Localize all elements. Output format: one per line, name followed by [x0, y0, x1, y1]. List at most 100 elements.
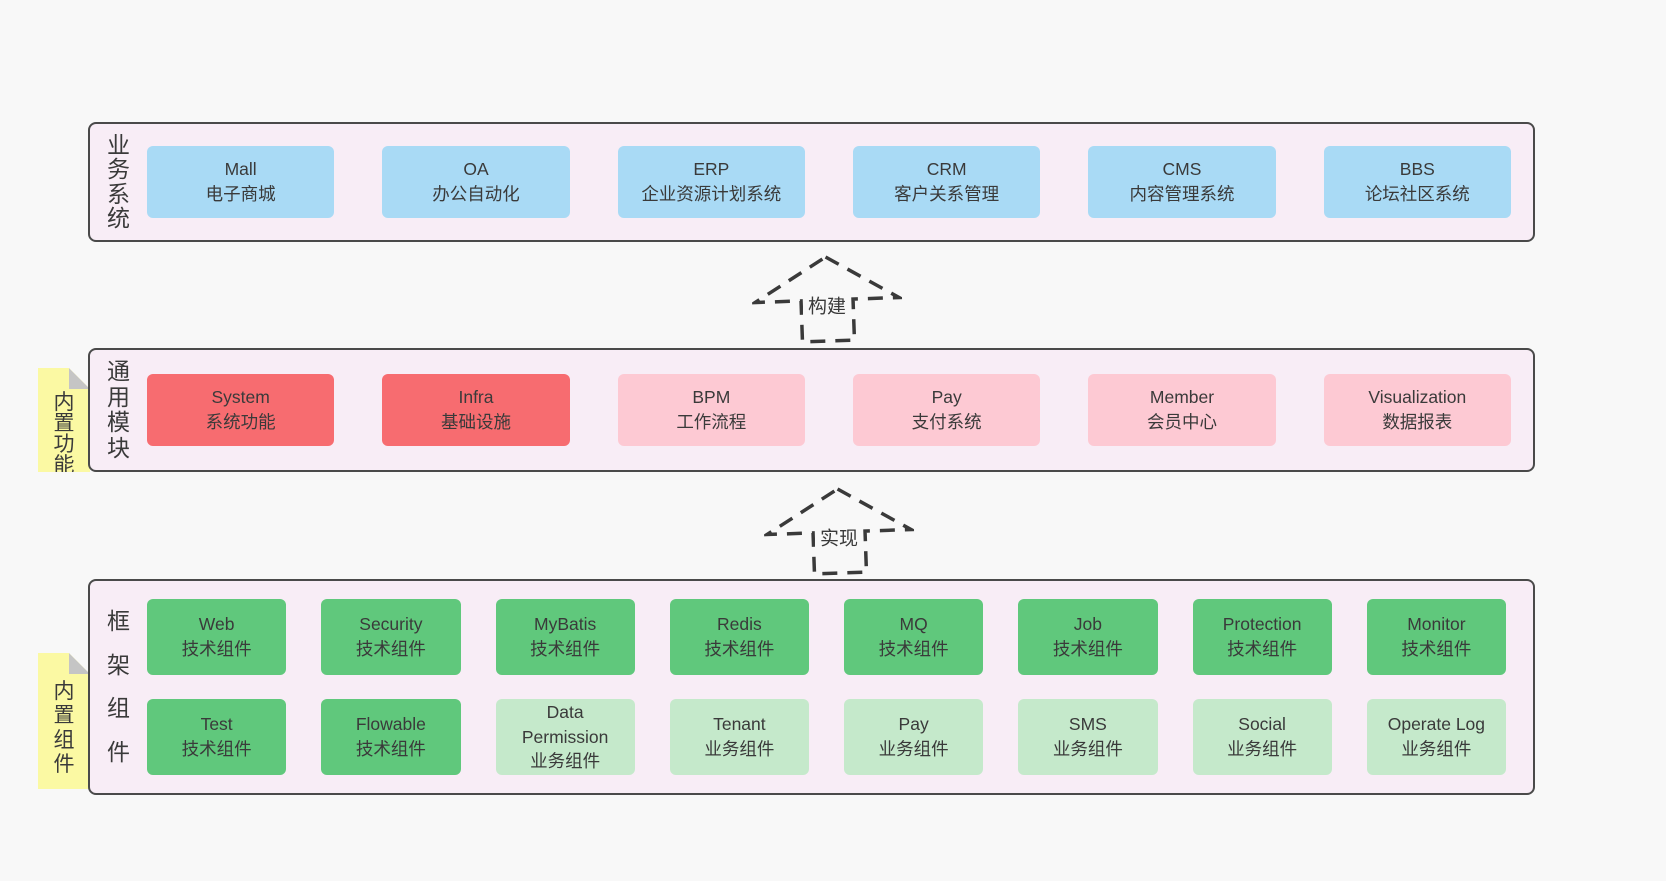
section-label-modules: 通用模块: [90, 350, 147, 470]
box-name: Pay: [931, 387, 962, 408]
label-char: 块: [107, 434, 130, 461]
box-desc: 技术组件: [878, 639, 949, 659]
box-desc: 技术组件: [1052, 639, 1123, 659]
box-name: Pay: [898, 714, 929, 735]
box-test: Test 技术组件: [147, 699, 287, 775]
arrow-build: 构建: [750, 253, 904, 345]
box-desc: 业务组件: [1401, 739, 1472, 759]
label-char: 框: [107, 607, 130, 634]
box-name: Infra: [458, 387, 494, 408]
box-visualization: Visualization 数据报表: [1323, 374, 1511, 446]
label-char: 务: [107, 156, 130, 183]
label-char: 通: [107, 358, 130, 385]
box-name: Mall: [224, 159, 257, 180]
box-desc: 业务组件: [1227, 739, 1298, 759]
box-desc: 会员中心: [1146, 412, 1217, 432]
box-desc: 电子商城: [205, 184, 276, 204]
box-name: MQ: [899, 614, 928, 635]
label-char: 功: [53, 433, 75, 456]
label-char: 业: [107, 131, 130, 158]
label-char: 模: [107, 409, 130, 436]
box-name: Operate Log: [1387, 714, 1486, 735]
box-name: BBS: [1399, 159, 1435, 180]
dashed-up-arrow-icon: [762, 486, 916, 576]
box-name: System: [211, 387, 270, 408]
box-name: Security: [359, 614, 423, 635]
box-desc: 客户关系管理: [894, 184, 1000, 204]
sticky-fold-corner-icon: [69, 368, 90, 389]
box-pay: Pay 支付系统: [852, 374, 1041, 446]
box-desc: 技术组件: [355, 639, 426, 659]
box-desc: 数据报表: [1382, 412, 1453, 432]
box-desc: 技术组件: [181, 639, 252, 659]
box-bpm: BPM 工作流程: [617, 374, 805, 446]
box-mq: MQ 技术组件: [844, 599, 984, 675]
box-desc: 技术组件: [530, 639, 601, 659]
box-name: ERP: [693, 159, 730, 180]
box-desc: 业务组件: [704, 739, 775, 759]
box-name: Protection: [1222, 614, 1302, 635]
box-desc: 技术组件: [181, 739, 252, 759]
box-desc: 基础设施: [440, 412, 511, 432]
box-name: Redis: [717, 614, 762, 635]
box-desc: 企业资源计划系统: [641, 184, 782, 204]
box-redis: Redis 技术组件: [669, 599, 809, 675]
box-desc: 办公自动化: [432, 184, 520, 204]
box-desc: 支付系统: [911, 412, 982, 432]
box-name: Tenant: [713, 714, 766, 735]
arrow-implement-label: 实现: [814, 521, 864, 553]
box-desc: 论坛社区系统: [1364, 184, 1470, 204]
box-name: Test: [200, 714, 233, 735]
box-desc: 技术组件: [355, 739, 426, 759]
label-char: 内: [53, 679, 75, 703]
box-erp: ERP 企业资源计划系统: [617, 146, 805, 218]
box-tenant: Tenant 业务组件: [669, 699, 809, 775]
box-member: Member 会员中心: [1088, 374, 1276, 446]
label-char: 统: [107, 205, 130, 232]
box-name: BPM: [692, 387, 731, 408]
box-security: Security 技术组件: [321, 599, 461, 675]
box-mybatis: MyBatis 技术组件: [495, 599, 635, 675]
box-operate-log: Operate Log 业务组件: [1366, 699, 1506, 775]
label-char: 置: [53, 412, 75, 435]
box-bbs: BBS 论坛社区系统: [1323, 146, 1511, 218]
box-flowable: Flowable 技术组件: [321, 699, 461, 775]
arrow-implement: 实现: [762, 485, 916, 577]
box-name: MyBatis: [534, 614, 597, 635]
arrow-build-label: 构建: [802, 289, 852, 321]
box-desc: 技术组件: [1401, 639, 1472, 659]
box-desc: 工作流程: [676, 412, 747, 432]
label-char: 用: [107, 383, 130, 410]
box-desc: 内容管理系统: [1129, 184, 1235, 204]
label-char: 系: [107, 180, 130, 207]
box-name: SMS: [1068, 714, 1107, 735]
box-name: Visualization: [1368, 387, 1467, 408]
section-label-components: 框架组件: [90, 581, 147, 793]
dashed-up-arrow-icon: [750, 254, 904, 344]
box-desc: 技术组件: [704, 639, 775, 659]
box-name: Flowable: [355, 714, 426, 735]
label-char: 置: [53, 704, 75, 728]
label-char: 件: [53, 753, 75, 777]
sticky-fold-corner-icon: [69, 653, 90, 674]
box-name: Member: [1149, 387, 1215, 408]
label-char: 能: [53, 454, 75, 477]
box-desc: 业务组件: [530, 751, 601, 772]
label-char: 组: [53, 728, 75, 752]
